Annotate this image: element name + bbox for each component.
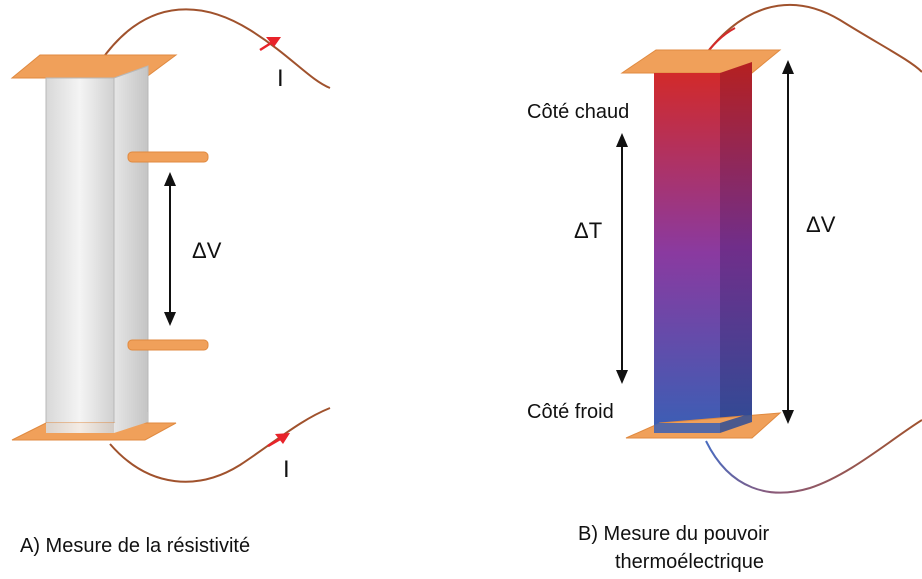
- caption-b-line1: B) Mesure du pouvoir: [578, 523, 770, 545]
- current-arrow-top-icon: [259, 36, 281, 52]
- current-label-bottom: I: [283, 456, 290, 483]
- top-wire-b: [699, 3, 922, 73]
- panel-a: I I ΔV A) Mesure de la résistivité: [10, 8, 331, 557]
- thermo-bar-side: [720, 62, 752, 433]
- cold-side-label: Côté froid: [527, 401, 614, 423]
- top-contact-plate-a: [10, 54, 178, 79]
- voltage-arrow-a: [164, 172, 176, 326]
- lower-voltage-probe: [127, 339, 209, 351]
- hot-side-label: Côté chaud: [527, 101, 629, 123]
- top-wire-a: [99, 8, 331, 89]
- top-contact-plate-b: [620, 49, 782, 74]
- temperature-arrow: [616, 133, 628, 384]
- temperature-diff-label: ΔT: [574, 218, 602, 243]
- bottom-wire-a: [109, 407, 331, 483]
- upper-voltage-probe: [127, 151, 209, 163]
- voltage-label-a: ΔV: [192, 238, 222, 263]
- bottom-wire-b: [705, 419, 922, 494]
- sample-bar-side: [113, 65, 149, 434]
- voltage-arrow-b: [782, 60, 794, 424]
- caption-a: A) Mesure de la résistivité: [20, 535, 250, 557]
- thermo-bar-front: [654, 73, 720, 433]
- current-label-top: I: [277, 65, 284, 92]
- sample-bar-front: [45, 77, 115, 434]
- voltage-label-b: ΔV: [806, 212, 836, 237]
- caption-b-line2: thermoélectrique: [615, 551, 764, 573]
- panel-b: Côté chaud Côté froid ΔT ΔV B) Mesure du…: [527, 3, 922, 573]
- current-arrow-bottom-icon: [267, 433, 290, 448]
